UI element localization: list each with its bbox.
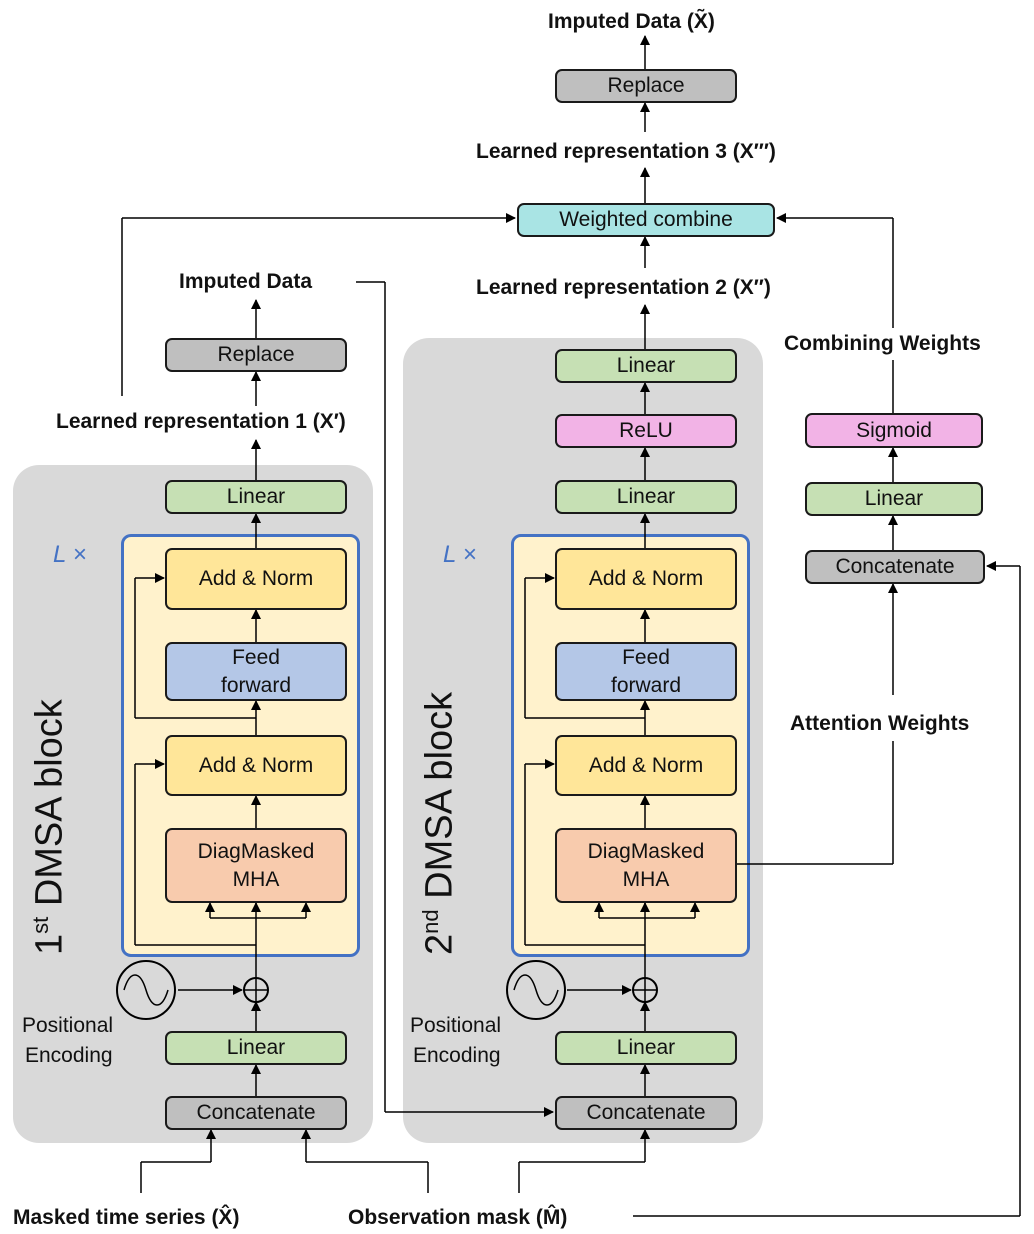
linear-out-1: Linear <box>165 480 347 514</box>
add-norm-2a: Add & Norm <box>555 735 737 796</box>
linear-in-1: Linear <box>165 1031 347 1065</box>
add-norm-1b: Add & Norm <box>165 548 347 610</box>
weighted-combine: Weighted combine <box>517 203 775 237</box>
encoding-label-1: Encoding <box>25 1044 113 1067</box>
sigmoid: Sigmoid <box>805 413 983 448</box>
relu: ReLU <box>555 414 737 448</box>
positional-label-1: Positional <box>22 1014 114 1037</box>
imputed-data-final-label: Imputed Data (X̃) <box>548 10 715 33</box>
replace-final: Replace <box>555 69 737 103</box>
mha-1: DiagMasked MHA <box>165 828 347 903</box>
repeat-label-2: L × <box>443 541 477 568</box>
add-norm-2b: Add & Norm <box>555 548 737 610</box>
learned-rep-2-label: Learned representation 2 (X′′) <box>476 276 771 299</box>
attention-weights-label: Attention Weights <box>790 712 970 735</box>
masked-time-series-label: Masked time series (X̂) <box>13 1206 240 1229</box>
learned-rep-1-label: Learned representation 1 (X′) <box>56 410 346 433</box>
encoding-label-2: Encoding <box>413 1044 501 1067</box>
add-norm-1a: Add & Norm <box>165 735 347 796</box>
concat-1: Concatenate <box>165 1096 347 1130</box>
learned-rep-3-label: Learned representation 3 (X′′′) <box>476 140 776 163</box>
imputed-data-mid-label: Imputed Data <box>179 270 313 293</box>
feed-forward-2: Feed forward <box>555 642 737 701</box>
replace-1: Replace <box>165 338 347 372</box>
linear-out-2a: Linear <box>555 480 737 514</box>
concat-2: Concatenate <box>555 1096 737 1130</box>
concat-weights: Concatenate <box>805 550 985 584</box>
linear-out-2b: Linear <box>555 349 737 383</box>
feed-forward-1: Feed forward <box>165 642 347 701</box>
linear-weights: Linear <box>805 482 983 516</box>
repeat-label-1: L × <box>53 541 87 568</box>
combining-weights-label: Combining Weights <box>784 332 981 355</box>
observation-mask-label: Observation mask (M̂) <box>348 1206 568 1229</box>
linear-in-2: Linear <box>555 1031 737 1065</box>
mha-2: DiagMasked MHA <box>555 828 737 903</box>
positional-label-2: Positional <box>410 1014 502 1037</box>
